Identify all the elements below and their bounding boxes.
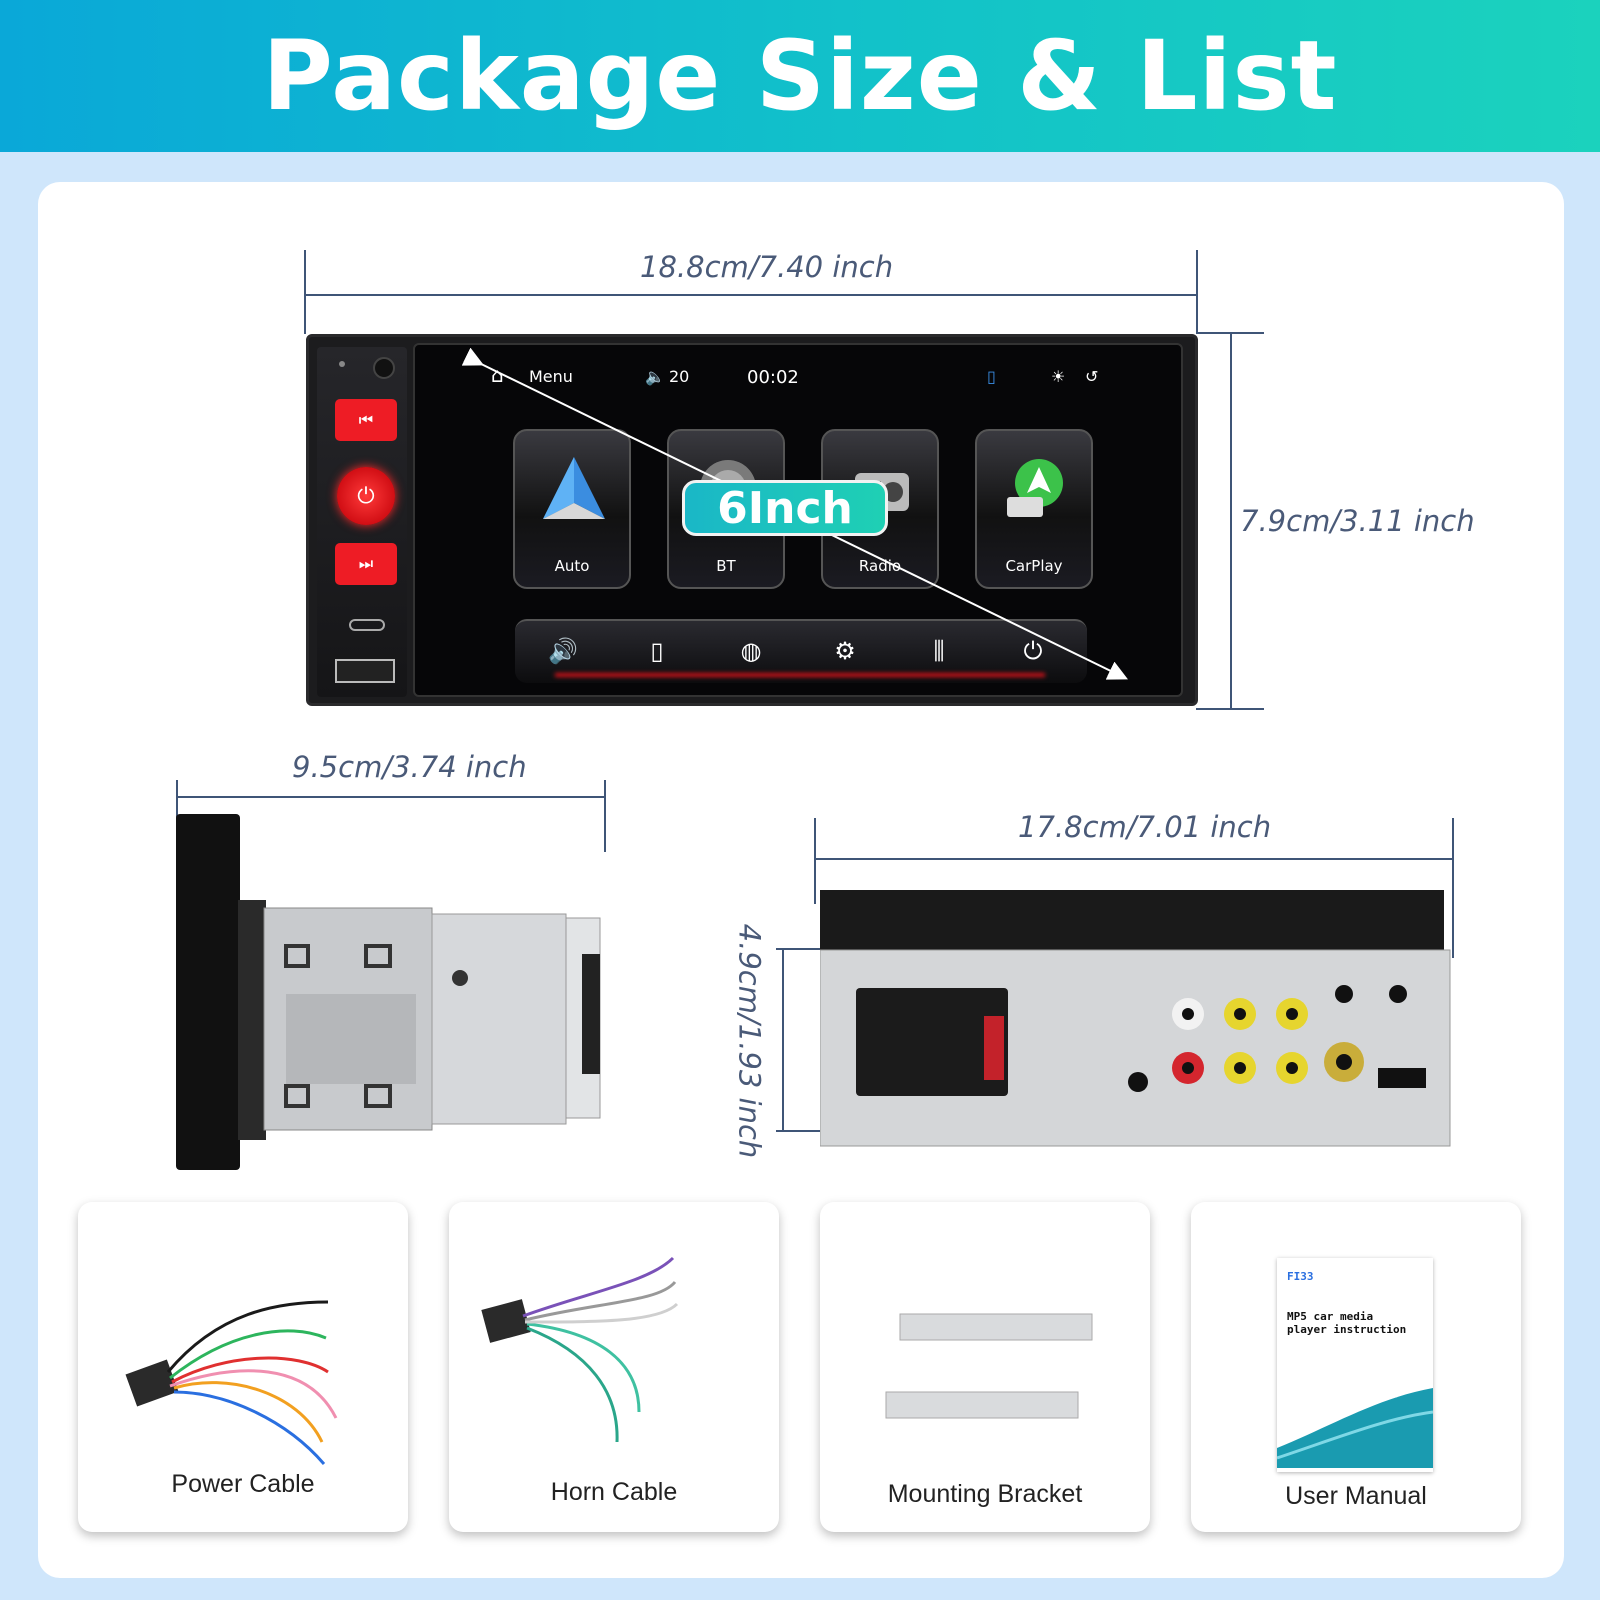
header-banner: Package Size & List [0,0,1600,152]
rear-width-label: 17.8cm/7.01 inch [1018,810,1272,844]
manual-cover-graphic [1277,1388,1433,1468]
manual-title: MP5 car media player instruction [1287,1310,1407,1336]
radio-side-view [176,814,608,1170]
rear-view-illustration [819,890,1451,1147]
package-item-user-manual: FI33 MP5 car media player instruction Us… [1191,1202,1521,1532]
package-item-label: Horn Cable [550,1478,678,1506]
mounting-bracket-image [885,1313,1093,1419]
next-track-button: ⏭ [335,543,397,585]
control-strip: ⏮ ⏻ ⏭ [317,347,407,697]
package-item-label: Mounting Bracket [887,1480,1083,1508]
horn-cable-image [481,1256,679,1443]
rear-height-tick-top [776,948,822,950]
power-button: ⏻ [337,467,395,525]
package-item-label: User Manual [1285,1482,1427,1510]
radio-rear-view [819,890,1452,1156]
manual-booklet: FI33 MP5 car media player instruction [1277,1258,1433,1472]
rear-width-tick-right [1452,818,1454,958]
front-width-tick-left [304,250,306,334]
package-item-mounting-bracket: Mounting Bracket [820,1202,1150,1532]
screen-size-badge: 6Inch [682,480,888,536]
rear-height-line [782,948,784,1132]
usb-a-port [335,659,395,683]
package-item-label: Power Cable [171,1470,315,1498]
rear-height-label: 4.9cm/1.93 inch [732,923,767,1159]
front-width-label: 18.8cm/7.40 inch [640,250,894,284]
front-width-line [304,294,1198,296]
side-depth-line [176,796,606,798]
side-view-illustration [176,814,601,1170]
side-depth-label: 9.5cm/3.74 inch [292,750,527,784]
power-cable-image [125,1300,338,1465]
rear-width-line [814,858,1454,860]
manual-brand: FI33 [1287,1270,1314,1283]
package-item-power-cable: Power Cable [78,1202,408,1532]
package-item-horn-cable: Horn Cable [449,1202,779,1532]
reset-knob [373,357,395,379]
front-width-tick-right [1196,250,1198,334]
front-height-label: 7.9cm/3.11 inch [1240,504,1475,538]
side-depth-tick-right [604,780,606,852]
mic-icon [339,361,345,367]
rear-width-tick-left [814,818,816,904]
rear-height-tick-bottom [776,1130,822,1132]
usb-c-port [349,619,385,631]
front-height-line [1230,332,1232,710]
previous-track-button: ⏮ [335,399,397,441]
page-title: Package Size & List [262,20,1338,132]
